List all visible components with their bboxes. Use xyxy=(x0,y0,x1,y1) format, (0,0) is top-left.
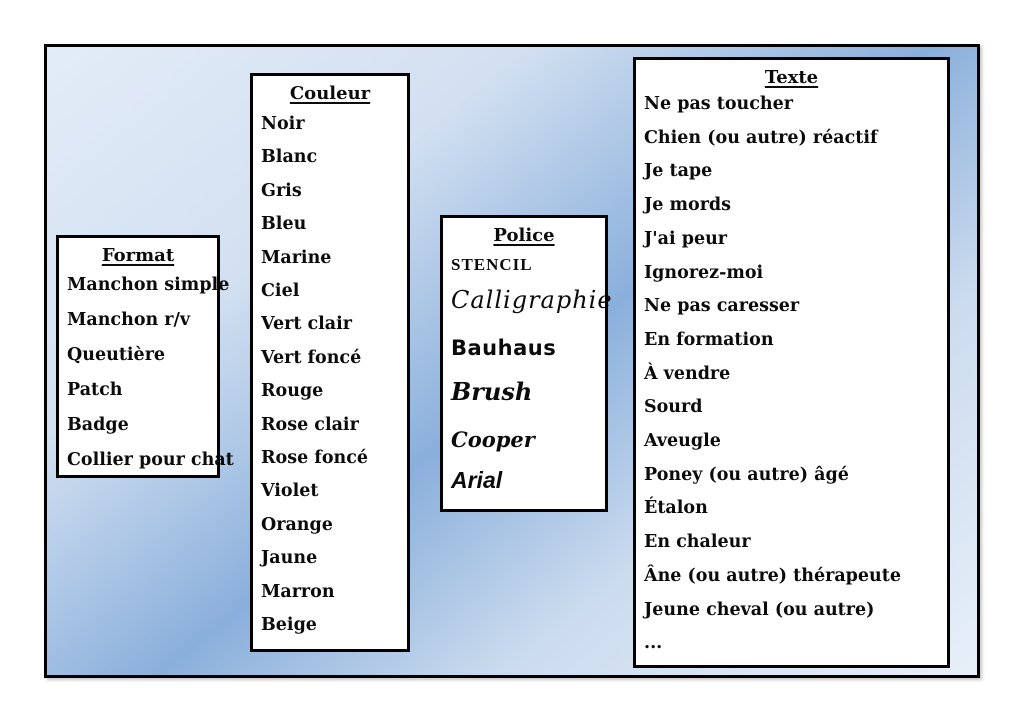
panel-format: Format Manchon simple Manchon r/v Queuti… xyxy=(56,235,234,478)
panel-texte: Texte Ne pas toucher Chien (ou autre) ré… xyxy=(633,57,950,668)
texte-item: Ne pas caresser xyxy=(644,296,800,317)
couleur-item: Jaune xyxy=(261,548,318,569)
texte-item: Étalon xyxy=(644,498,708,519)
texte-item: Ignorez-moi xyxy=(644,262,764,283)
texte-item: À vendre xyxy=(644,363,731,384)
couleur-item: Beige xyxy=(261,615,317,636)
texte-item: J'ai peur xyxy=(644,228,728,249)
couleur-item: Noir xyxy=(261,114,305,134)
font-sample-bauhaus: Bauhaus xyxy=(451,336,557,360)
couleur-item: Vert foncé xyxy=(261,347,362,368)
texte-item: Jeune cheval (ou autre) xyxy=(644,599,875,620)
format-item: Manchon simple xyxy=(67,275,230,295)
format-item: Badge xyxy=(67,415,129,435)
couleur-item: Gris xyxy=(261,180,302,201)
texte-item: Chien (ou autre) réactif xyxy=(644,127,878,148)
couleur-item-list: Noir Blanc Gris Bleu Marine Ciel Vert cl… xyxy=(253,108,407,643)
font-sample-cooper: Cooper xyxy=(451,427,535,452)
couleur-item: Vert clair xyxy=(261,314,353,335)
font-sample-brush: Brush xyxy=(451,377,533,406)
couleur-item: Blanc xyxy=(261,147,318,168)
texte-item: Ne pas toucher xyxy=(644,94,793,114)
format-item: Collier pour chat xyxy=(67,450,234,470)
format-item-list: Manchon simple Manchon r/v Queutière Pat… xyxy=(59,268,234,478)
couleur-item: Ciel xyxy=(261,281,300,302)
couleur-item: Violet xyxy=(261,481,319,502)
couleur-item: Rose foncé xyxy=(261,448,369,469)
texte-item-list: Ne pas toucher Chien (ou autre) réactif … xyxy=(636,88,947,661)
texte-item: Âne (ou autre) thérapeute xyxy=(644,565,901,586)
texte-item: Aveugle xyxy=(644,431,721,452)
panel-couleur-title: Couleur xyxy=(289,83,371,104)
panel-police-title: Police xyxy=(493,225,555,246)
couleur-item: Rose clair xyxy=(261,414,359,435)
texte-item: Poney (ou autre) âgé xyxy=(644,464,849,485)
panel-texte-title: Texte xyxy=(764,67,819,88)
couleur-item: Marron xyxy=(261,581,335,602)
texte-item: En formation xyxy=(644,329,774,350)
texte-item: Sourd xyxy=(644,397,703,418)
font-sample-stencil: STENCIL xyxy=(451,255,533,274)
couleur-item: Orange xyxy=(261,514,333,535)
panel-police: Police STENCIL Calligraphie Bauhaus Brus… xyxy=(440,215,613,512)
font-sample-calligraphie: Calligraphie xyxy=(451,286,613,314)
font-sample-arial: Arial xyxy=(451,467,503,493)
texte-item: Je mords xyxy=(644,195,732,216)
format-item: Queutière xyxy=(67,345,166,365)
couleur-item: Bleu xyxy=(261,214,307,235)
format-item: Manchon r/v xyxy=(67,310,191,330)
texte-item: En chaleur xyxy=(644,532,751,553)
couleur-item: Rouge xyxy=(261,381,324,402)
texte-item: Je tape xyxy=(644,161,713,182)
police-item-list: STENCIL Calligraphie Bauhaus Brush Coope… xyxy=(443,250,613,500)
texte-item: ... xyxy=(644,633,663,654)
panel-couleur: Couleur Noir Blanc Gris Bleu Marine Ciel… xyxy=(250,73,410,652)
couleur-item: Marine xyxy=(261,247,332,268)
panel-format-title: Format xyxy=(101,245,175,266)
format-item: Patch xyxy=(67,380,123,400)
